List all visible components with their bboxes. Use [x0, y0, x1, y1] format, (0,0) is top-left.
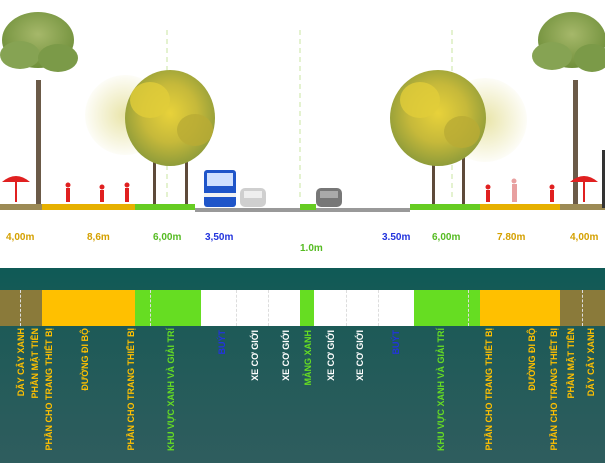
cross-section-legend: DÃY CÂY XANH PHẦN MẶT TIỀN PHẦN CHO TRAN… — [0, 268, 605, 463]
color-strip — [0, 290, 605, 326]
palm-tree-icon — [532, 12, 605, 205]
road-segment — [201, 290, 300, 326]
legend-label: PHẦN MẶT TIỀN — [30, 328, 40, 399]
legend-label: DÃY CÂY XANH — [16, 328, 26, 397]
dimension-row: 4,00m 8,6m 6,00m 3,50m 1.0m 3.50m 6,00m … — [0, 228, 605, 270]
car-icon — [240, 188, 266, 207]
legend-label: XE CƠ GIỚI — [281, 330, 291, 381]
legend-label: PHẦN MẶT TIỀN — [566, 328, 576, 399]
legend-label: PHẦN CHO TRANG THIẾT BỊ — [126, 328, 136, 451]
street-cross-section-illustration — [0, 12, 605, 212]
sidewalk-segment — [480, 290, 560, 326]
palm-tree-icon — [0, 12, 78, 205]
tree-strip-segment — [0, 290, 42, 326]
legend-label: ĐƯỜNG ĐI BỘ — [527, 328, 537, 391]
green-segment — [135, 290, 201, 326]
legend-label: PHẦN CHO TRANG THIẾT BỊ — [44, 328, 54, 451]
pedestrian-icon — [65, 182, 555, 202]
pedestrian-icon — [511, 178, 517, 202]
total-width-label: 56.00m — [287, 260, 318, 270]
green-segment — [414, 290, 480, 326]
median-segment — [300, 290, 314, 326]
flowering-tree-icon — [85, 70, 215, 205]
dimension-label: 7.80m — [497, 232, 526, 243]
legend-label: DÃY CÂY XANH — [586, 328, 596, 397]
flowering-tree-icon — [390, 70, 527, 205]
umbrella-icon — [2, 176, 598, 202]
dimension-label: 6,00m — [153, 232, 182, 243]
dimension-label: 1.0m — [300, 243, 323, 254]
dimension-label: 3.50m — [382, 232, 411, 243]
legend-label: PHẦN CHO TRANG THIẾT BỊ — [549, 328, 559, 451]
bus-icon — [204, 170, 236, 207]
legend-label: XE CƠ GIỚI — [326, 330, 336, 381]
legend-label: XE CƠ GIỚI — [250, 330, 260, 381]
legend-label: BUÝT — [217, 330, 227, 355]
car-icon — [316, 188, 342, 207]
legend-label: PHẦN CHO TRANG THIẾT BỊ — [484, 328, 494, 451]
road-segment — [314, 290, 414, 326]
dimension-label: 6,00m — [432, 232, 461, 243]
legend-label: BUÝT — [391, 330, 401, 355]
dimension-label: 4,00m — [570, 232, 599, 243]
legend-label: ĐƯỜNG ĐI BỘ — [80, 328, 90, 391]
dimension-label: 8,6m — [87, 232, 110, 243]
dimension-label: 3,50m — [205, 232, 234, 243]
dimension-label: 4,00m — [6, 232, 35, 243]
legend-label: MẢNG XANH — [303, 330, 313, 386]
sidewalk-segment — [42, 290, 135, 326]
legend-label: XE CƠ GIỚI — [355, 330, 365, 381]
legend-label: KHU VỰC XANH VÀ GIẢI TRÍ — [436, 328, 446, 451]
legend-label: KHU VỰC XANH VÀ GIẢI TRÍ — [166, 328, 176, 451]
